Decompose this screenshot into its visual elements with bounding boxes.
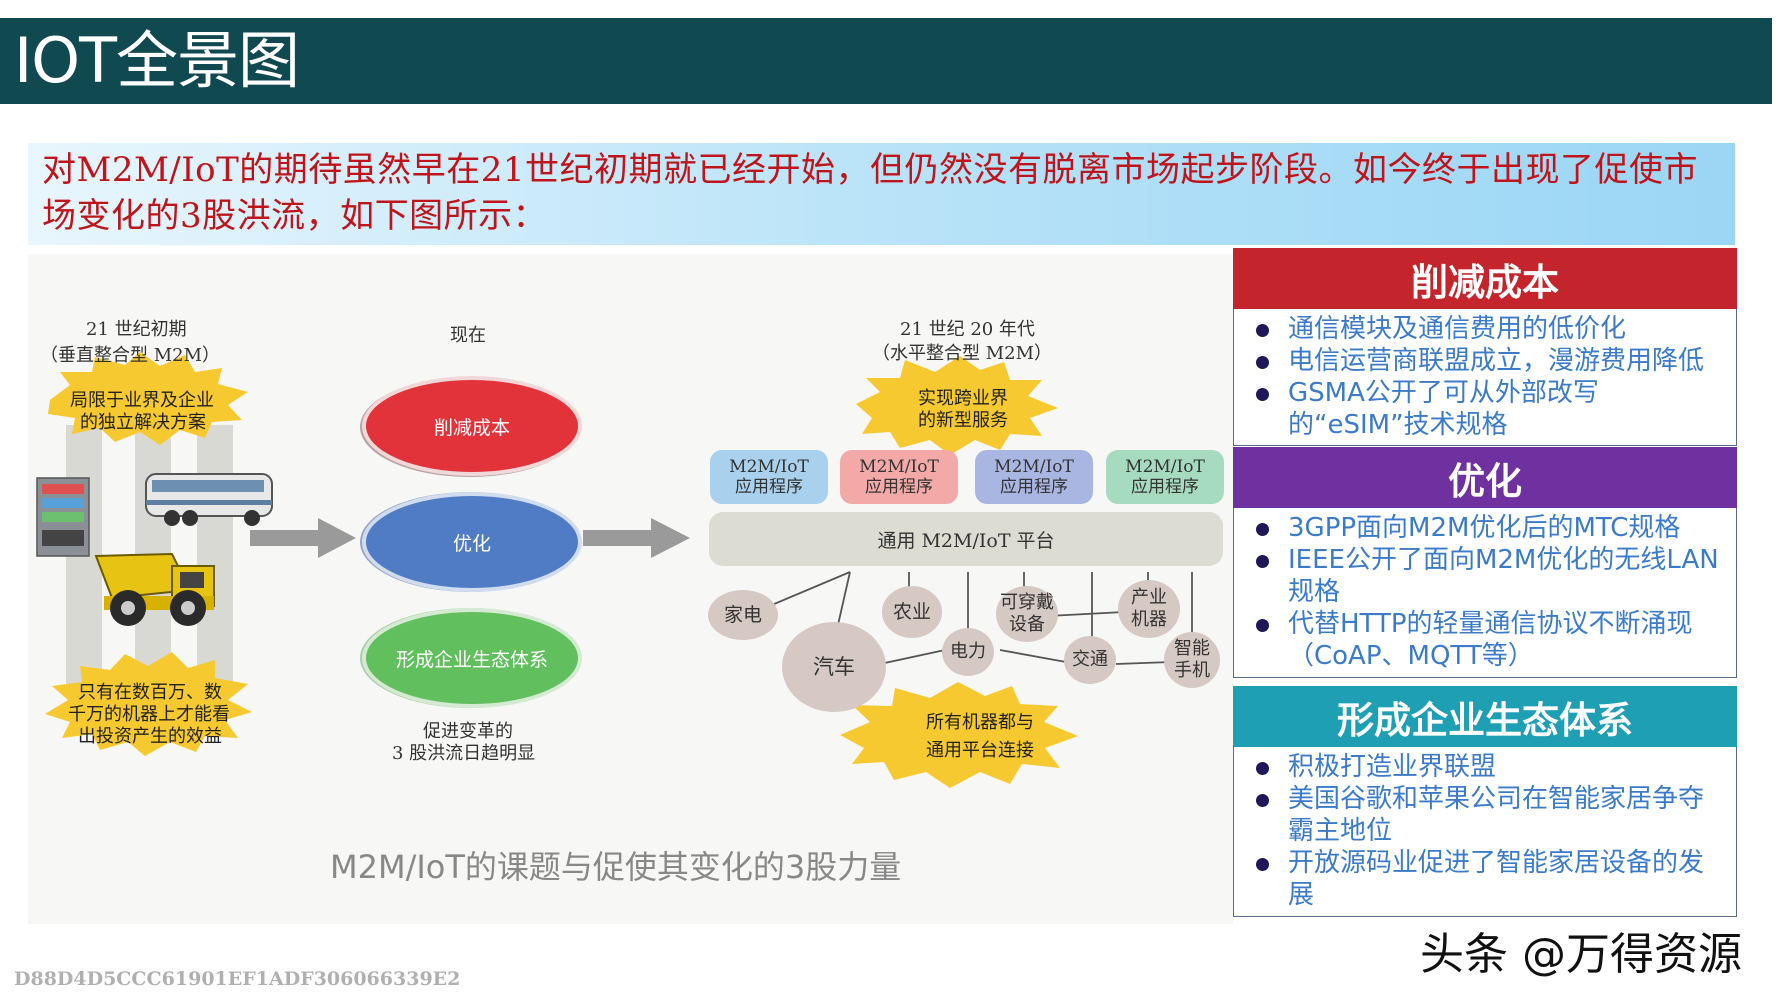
dump-truck-icon bbox=[94, 552, 215, 626]
app-box-3-line2: 应用程序 bbox=[1000, 477, 1068, 497]
title-bar: IOT全景图 bbox=[0, 18, 1772, 104]
panel-opt-item: 3GPP面向M2M优化后的MTC规格 bbox=[1250, 512, 1728, 544]
node-industrial: 产业机器 bbox=[1118, 580, 1180, 638]
panel-ecosystem: 形成企业生态体系 积极打造业界联盟 美国谷歌和苹果公司在智能家居争夺霸主地位 开… bbox=[1233, 686, 1737, 917]
pillar-3 bbox=[197, 425, 233, 685]
panel-cost-item: GSMA公开了可从外部改写的“eSIM”技术规格 bbox=[1250, 377, 1728, 441]
bus-icon bbox=[145, 473, 273, 526]
panel-eco-item: 美国谷歌和苹果公司在智能家居争夺霸主地位 bbox=[1250, 783, 1728, 847]
node-wear-label-a: 可穿戴 bbox=[1000, 592, 1054, 613]
ellipse-optimization: 优化 bbox=[362, 492, 582, 592]
mid-note-1: 促进变革的 bbox=[423, 721, 513, 742]
node-wearable: 可穿戴设备 bbox=[996, 586, 1058, 642]
right-star-text-2a: 所有机器都与 bbox=[926, 712, 1034, 733]
node-ind-label-a: 产业 bbox=[1131, 587, 1167, 608]
right-heading-1: 21 世纪 20 年代 bbox=[900, 319, 1035, 340]
panel-eco-item: 积极打造业界联盟 bbox=[1250, 751, 1728, 783]
panel-cost-body: 通信模块及通信费用的低价化 电信运营商联盟成立，漫游费用降低 GSMA公开了可从… bbox=[1233, 309, 1737, 446]
node-ind-label-b: 机器 bbox=[1131, 609, 1167, 630]
starburst-right-bottom bbox=[840, 682, 1078, 788]
panel-optimization: 优化 3GPP面向M2M优化后的MTC规格 IEEE公开了面向M2M优化的无线L… bbox=[1233, 447, 1737, 678]
node-traffic-label: 交通 bbox=[1072, 649, 1108, 670]
starburst-right-top bbox=[856, 356, 1058, 455]
intro-text: 对M2M/IoT的期待虽然早在21世纪初期就已经开始，但仍然没有脱离市场起步阶段… bbox=[28, 143, 1735, 245]
watermark: 头条 @万得资源 bbox=[1420, 929, 1742, 980]
node-home-appliance: 家电 bbox=[708, 590, 778, 640]
vending-machine-icon bbox=[36, 477, 90, 557]
panel-opt-title: 优化 bbox=[1448, 459, 1522, 503]
node-power-label: 电力 bbox=[950, 641, 986, 662]
node-phone-label-b: 手机 bbox=[1174, 660, 1210, 681]
panel-opt-item: IEEE公开了面向M2M优化的无线LAN规格 bbox=[1250, 544, 1728, 608]
right-star-text-1a: 实现跨业界 bbox=[918, 388, 1008, 409]
node-car: 汽车 bbox=[782, 622, 886, 712]
panel-eco-title: 形成企业生态体系 bbox=[1337, 698, 1633, 742]
panel-opt-header: 优化 bbox=[1233, 447, 1737, 508]
panel-cost-header: 削减成本 bbox=[1233, 248, 1737, 309]
panel-cost-title: 削减成本 bbox=[1411, 260, 1559, 304]
mid-note-2: 3 股洪流日趋明显 bbox=[392, 743, 536, 764]
panel-cost-reduction: 削减成本 通信模块及通信费用的低价化 电信运营商联盟成立，漫游费用降低 GSMA… bbox=[1233, 248, 1737, 446]
panel-cost-item: 通信模块及通信费用的低价化 bbox=[1250, 313, 1728, 345]
node-wear-label-b: 设备 bbox=[1009, 614, 1045, 635]
ellipse-ecosystem: 形成企业生态体系 bbox=[362, 608, 582, 708]
panel-eco-item: 开放源码业促进了智能家居设备的发展 bbox=[1250, 847, 1728, 911]
panel-eco-body: 积极打造业界联盟 美国谷歌和苹果公司在智能家居争夺霸主地位 开放源码业促进了智能… bbox=[1233, 747, 1737, 917]
hash-code: D88D4D5CCC61901EF1ADF306066339E2 bbox=[14, 968, 461, 990]
left-star-text-2b: 千万的机器上才能看 bbox=[68, 704, 230, 725]
node-smartphone: 智能手机 bbox=[1164, 632, 1220, 688]
node-traffic: 交通 bbox=[1064, 636, 1116, 684]
starburst-left-top bbox=[48, 352, 248, 445]
ellipse-cost-label: 削减成本 bbox=[433, 416, 510, 439]
app-box-4-line1: M2M/IoT bbox=[1125, 457, 1205, 477]
page-title: IOT全景图 bbox=[14, 24, 300, 97]
panel-opt-body: 3GPP面向M2M优化后的MTC规格 IEEE公开了面向M2M优化的无线LAN规… bbox=[1233, 508, 1737, 678]
arrow-left-to-mid bbox=[250, 518, 356, 558]
node-power: 电力 bbox=[942, 628, 994, 676]
common-platform: 通用 M2M/IoT 平台 bbox=[709, 512, 1223, 566]
node-agri-label: 农业 bbox=[892, 601, 931, 623]
panel-eco-header: 形成企业生态体系 bbox=[1233, 686, 1737, 747]
panel-opt-item: 代替HTTP的轻量通信协议不断涌现（CoAP、MQTT等） bbox=[1250, 608, 1728, 672]
diagram-caption: M2M/IoT的课题与促使其变化的3股力量 bbox=[330, 848, 902, 886]
mid-heading: 现在 bbox=[450, 325, 486, 346]
node-car-label: 汽车 bbox=[813, 655, 855, 679]
app-box-1-line2: 应用程序 bbox=[735, 477, 803, 497]
left-star-text-2c: 出投资产生的效益 bbox=[78, 726, 222, 747]
starburst-left-bottom bbox=[45, 652, 252, 756]
node-agriculture: 农业 bbox=[882, 586, 942, 638]
ellipse-eco-label: 形成企业生态体系 bbox=[395, 648, 548, 671]
right-star-text-1b: 的新型服务 bbox=[918, 410, 1008, 431]
app-box-4-line2: 应用程序 bbox=[1131, 477, 1199, 497]
node-home-label: 家电 bbox=[723, 604, 762, 626]
left-heading-2: （垂直整合型 M2M） bbox=[40, 345, 221, 366]
app-box-1-line1: M2M/IoT bbox=[729, 457, 809, 477]
app-box-2-line1: M2M/IoT bbox=[859, 457, 939, 477]
left-heading-1: 21 世纪初期 bbox=[86, 319, 187, 340]
left-star-text-2a: 只有在数百万、数 bbox=[78, 682, 222, 703]
node-phone-label-a: 智能 bbox=[1174, 638, 1210, 659]
ellipse-opt-label: 优化 bbox=[452, 532, 491, 555]
left-star-text-1b: 的独立解决方案 bbox=[80, 412, 206, 433]
app-box-3-line1: M2M/IoT bbox=[994, 457, 1074, 477]
panel-cost-item: 电信运营商联盟成立，漫游费用降低 bbox=[1250, 345, 1728, 377]
left-star-text-1a: 局限于业界及企业 bbox=[70, 390, 214, 411]
right-star-text-2b: 通用平台连接 bbox=[926, 740, 1034, 761]
app-box-2-line2: 应用程序 bbox=[865, 477, 933, 497]
right-heading-2: （水平整合型 M2M） bbox=[872, 343, 1053, 364]
arrow-mid-to-right bbox=[583, 518, 690, 558]
ellipse-cost-reduction: 削减成本 bbox=[362, 376, 582, 476]
